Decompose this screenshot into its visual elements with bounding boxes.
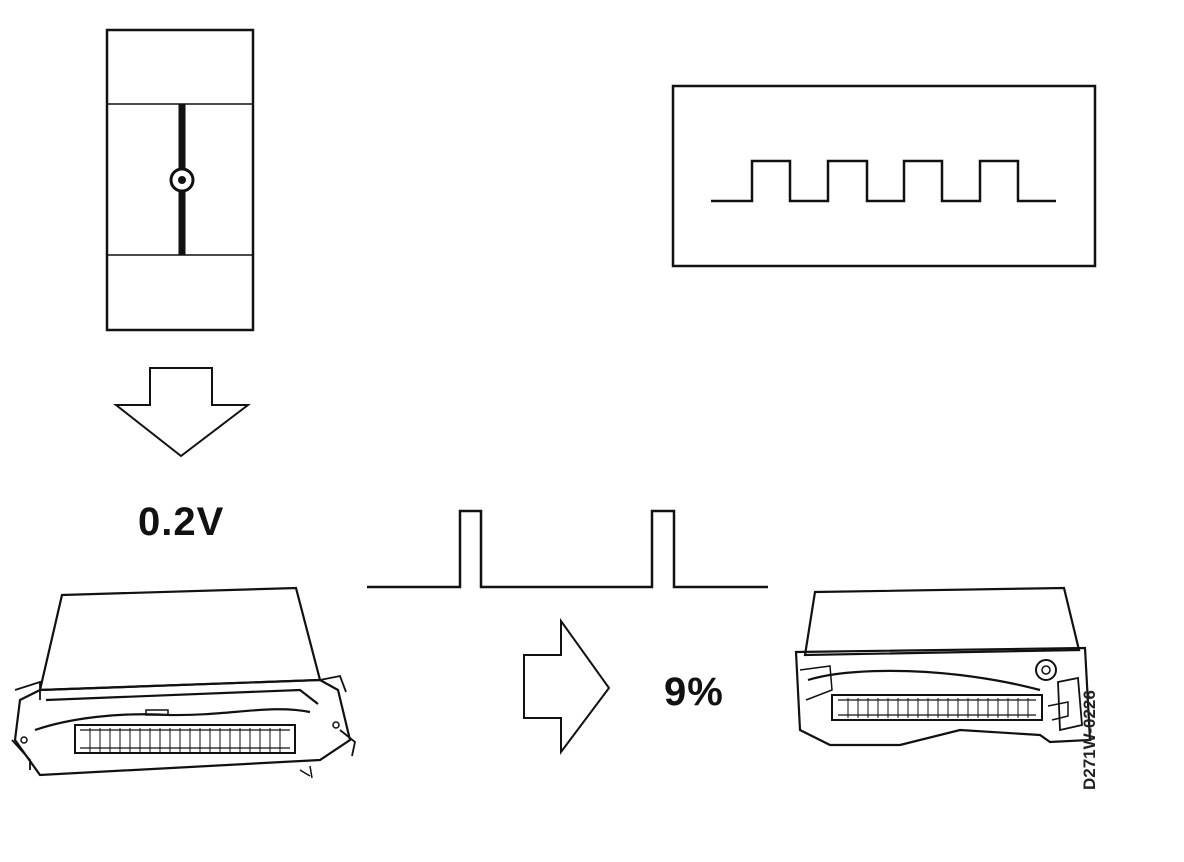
pulse-wave-icon (367, 509, 768, 589)
down-arrow-icon (113, 367, 251, 458)
ecu-module-icon (11, 586, 356, 779)
duty-cycle-label: 9% (664, 670, 724, 714)
ecu-module-icon (794, 586, 1092, 747)
figure-code: D271W-0226 (1080, 690, 1099, 790)
square-wave-icon (671, 84, 1097, 268)
sensor-slider-icon (105, 28, 255, 332)
right-arrow-icon (523, 617, 611, 755)
voltage-label: 0.2V (138, 500, 225, 544)
